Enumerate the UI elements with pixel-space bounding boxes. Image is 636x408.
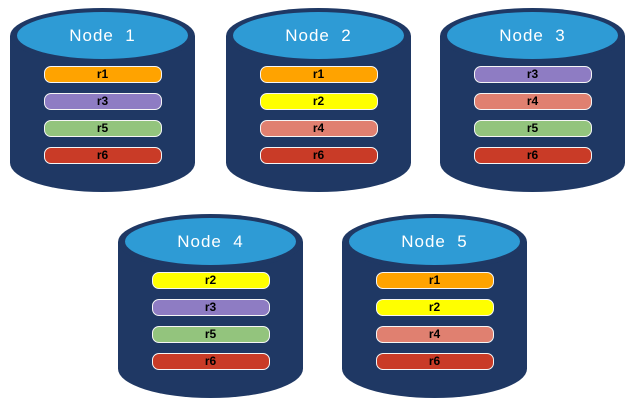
replica-bar: r2 <box>259 93 378 110</box>
replica-bar: r4 <box>259 120 378 137</box>
replica-bar-stack: r1 r2 r4 r6 <box>342 272 527 370</box>
node-2-cylinder: Node 2 r1 r2 r4 r6 <box>226 8 411 192</box>
replica-bar: r1 <box>43 66 162 83</box>
replica-bar: r3 <box>473 66 592 83</box>
replica-bar: r4 <box>473 93 592 110</box>
cylinder-top-ellipse: Node 4 <box>125 218 296 265</box>
replica-bar-stack: r1 r2 r4 r6 <box>226 66 411 164</box>
replica-bar: r6 <box>43 147 162 164</box>
replica-bar: r3 <box>43 93 162 110</box>
node-title: Node 2 <box>285 25 352 45</box>
node-title: Node 1 <box>69 25 136 45</box>
replica-bar: r5 <box>151 326 270 343</box>
replica-bar: r6 <box>375 353 494 370</box>
cylinder-top-ellipse: Node 2 <box>233 12 404 59</box>
replica-bar: r6 <box>473 147 592 164</box>
node-4-cylinder: Node 4 r2 r3 r5 r6 <box>118 214 303 398</box>
replica-bar: r6 <box>259 147 378 164</box>
replica-bar: r2 <box>151 272 270 289</box>
replica-bar: r2 <box>375 299 494 316</box>
node-title: Node 3 <box>499 25 566 45</box>
cylinder-top-ellipse: Node 1 <box>17 12 188 59</box>
node-5-cylinder: Node 5 r1 r2 r4 r6 <box>342 214 527 398</box>
cylinder-top-ellipse: Node 3 <box>447 12 618 59</box>
replica-bar-stack: r3 r4 r5 r6 <box>440 66 625 164</box>
replica-bar: r6 <box>151 353 270 370</box>
replica-bar: r1 <box>375 272 494 289</box>
replica-bar: r4 <box>375 326 494 343</box>
cylinder-top-ellipse: Node 5 <box>349 218 520 265</box>
replica-bar-stack: r1 r3 r5 r6 <box>10 66 195 164</box>
node-title: Node 5 <box>401 231 468 251</box>
node-title: Node 4 <box>177 231 244 251</box>
replica-bar: r1 <box>259 66 378 83</box>
replica-bar: r3 <box>151 299 270 316</box>
replica-bar: r5 <box>43 120 162 137</box>
node-1-cylinder: Node 1 r1 r3 r5 r6 <box>10 8 195 192</box>
replica-bar-stack: r2 r3 r5 r6 <box>118 272 303 370</box>
node-3-cylinder: Node 3 r3 r4 r5 r6 <box>440 8 625 192</box>
replica-bar: r5 <box>473 120 592 137</box>
